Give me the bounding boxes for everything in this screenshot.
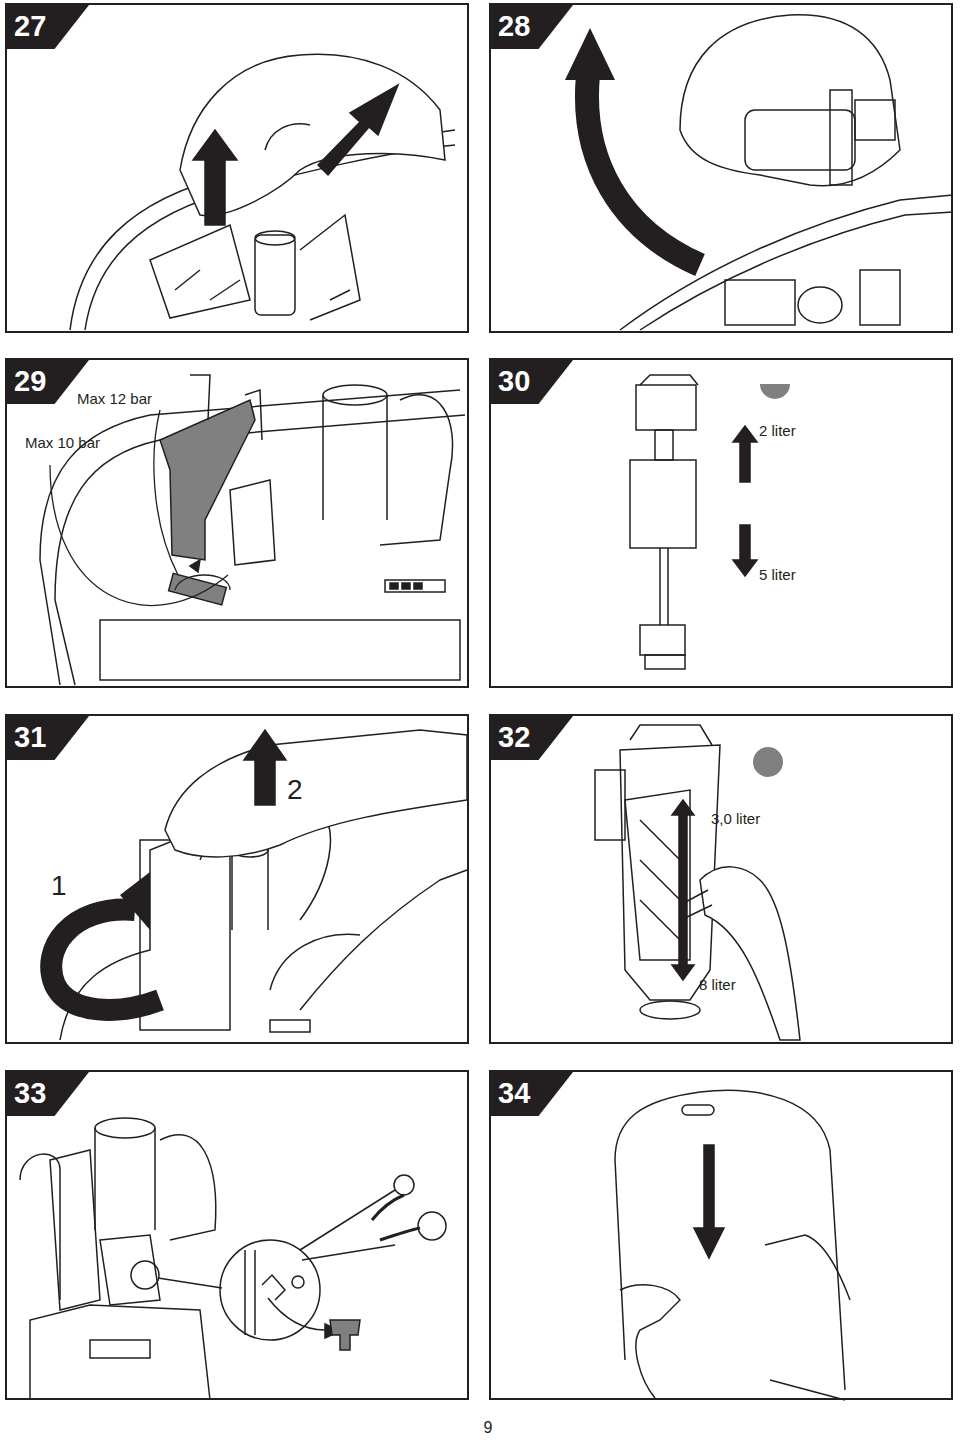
setting-label: Max 10 bar [25,434,100,452]
panel-33-art [20,1118,446,1400]
step-panel: 34 [489,1070,953,1400]
step-panel: 30 2 liter 5 liter [489,358,953,688]
setting-label: 8 liter [699,976,736,994]
step-panel: 31 2 1 [5,714,469,1044]
step-panel: 29Max 12 barMax 10 bar [5,358,469,688]
setting-label: 2 liter [759,422,796,440]
callout-number: 2 [287,774,303,806]
step-number: 29 [14,364,46,398]
step-number: 28 [498,9,530,43]
setting-label: Max 12 bar [77,390,152,408]
step-number: 32 [498,720,530,754]
panel-27-art [70,54,455,330]
step-number: 31 [14,720,46,754]
step-panel: 33 [5,1070,469,1400]
step-number: 27 [14,9,46,43]
panel-28-art [565,15,953,330]
step-panel: 28 [489,3,953,333]
panel-34-art [615,1090,850,1400]
step-number: 30 [498,364,530,398]
panel-29-art [40,375,465,685]
step-number: 33 [14,1076,46,1110]
step-number: 34 [498,1076,530,1110]
step-panel: 27 [5,3,469,333]
callout-number: 1 [51,870,67,902]
step-panel: 32 3,0 liter 8 liter [489,714,953,1044]
panel-31-art [51,730,467,1040]
panel-32-art [595,725,800,1040]
setting-label: 3,0 liter [711,810,760,828]
page-number: 9 [484,1419,493,1437]
setting-label: 5 liter [759,566,796,584]
panel-30-art [630,375,790,669]
